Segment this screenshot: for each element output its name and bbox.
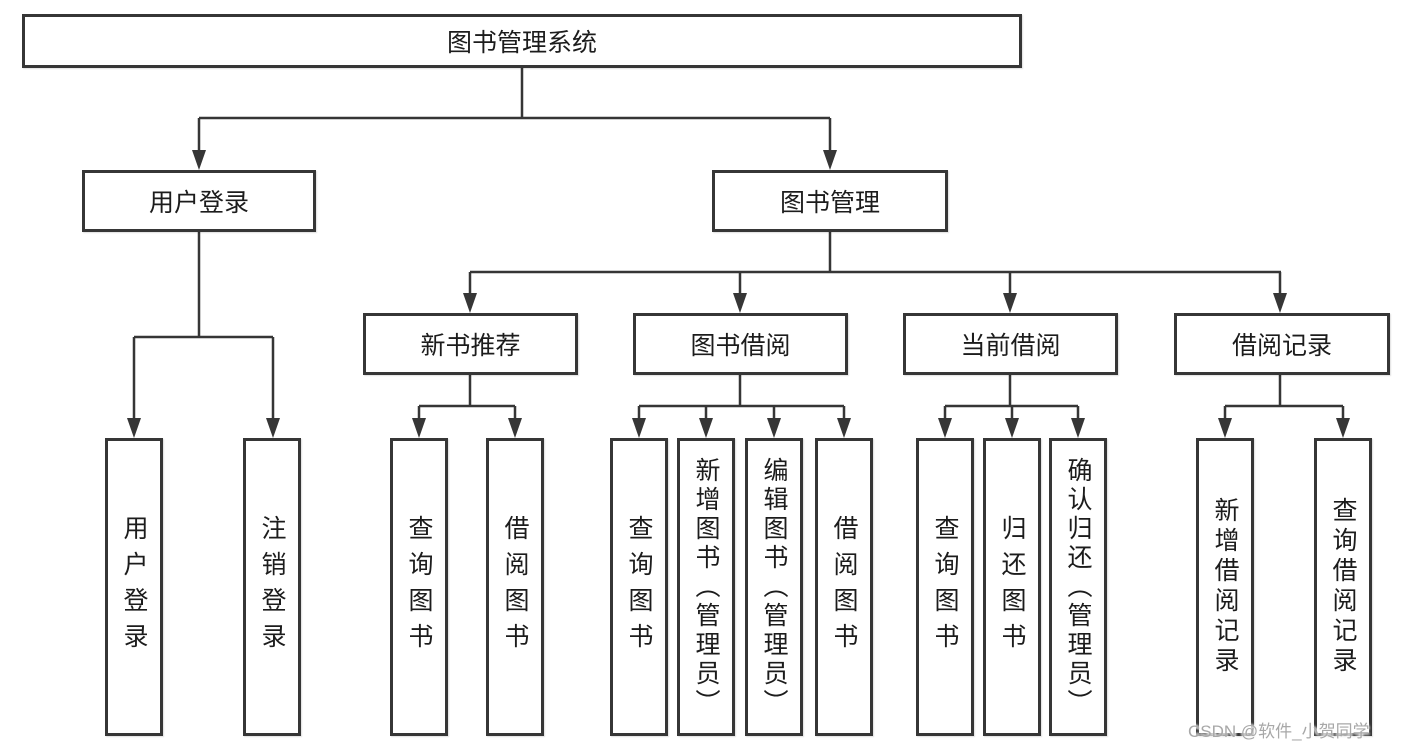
node-borrowing-records: 借阅记录	[1174, 313, 1390, 375]
node-book-management-label: 图书管理	[779, 189, 880, 217]
node-user-login-label: 用户登录	[148, 189, 249, 217]
arrow-down-icon	[508, 418, 522, 438]
node-borrowing-records-label: 借阅记录	[1231, 332, 1332, 360]
arrow-down-icon	[733, 293, 747, 313]
arrow-down-icon	[1273, 293, 1287, 313]
leaf-confirm-return-admin: 确认归还（管理员）	[1049, 438, 1107, 736]
leaf-borrow-books-newbook: 借阅图书	[486, 438, 544, 736]
leaf-return-books: 归还图书	[983, 438, 1041, 736]
arrow-down-icon	[1005, 418, 1019, 438]
node-current-borrowing: 当前借阅	[903, 313, 1118, 375]
arrow-down-icon	[1071, 418, 1085, 438]
arrow-down-icon	[837, 418, 851, 438]
arrow-down-icon	[412, 418, 426, 438]
leaf-add-book-admin-label: 新增图书（管理员）	[692, 456, 720, 718]
leaf-borrow-books-borrow: 借阅图书	[815, 438, 873, 736]
leaf-add-borrow-record-label: 新增借阅记录	[1211, 497, 1239, 677]
node-current-borrowing-label: 当前借阅	[960, 332, 1061, 360]
node-root: 图书管理系统	[22, 14, 1022, 68]
arrow-down-icon	[699, 418, 713, 438]
leaf-borrow-books-newbook-label: 借阅图书	[501, 515, 529, 659]
leaf-user-login-label: 用户登录	[120, 515, 148, 659]
leaf-logout-label: 注销登录	[258, 515, 286, 659]
leaf-query-books-current: 查询图书	[916, 438, 974, 736]
node-book-borrowing-label: 图书借阅	[690, 332, 791, 360]
arrow-down-icon	[266, 418, 280, 438]
leaf-edit-book-admin: 编辑图书（管理员）	[745, 438, 803, 736]
node-user-login: 用户登录	[82, 170, 316, 232]
arrow-down-icon	[1336, 418, 1350, 438]
leaf-query-books-borrow: 查询图书	[610, 438, 668, 736]
leaf-query-books-newbook-label: 查询图书	[405, 515, 433, 659]
leaf-confirm-return-admin-label: 确认归还（管理员）	[1064, 456, 1092, 718]
arrow-down-icon	[632, 418, 646, 438]
arrow-down-icon	[463, 293, 477, 313]
leaf-query-books-newbook: 查询图书	[390, 438, 448, 736]
arrow-down-icon	[127, 418, 141, 438]
leaf-query-borrow-record-label: 查询借阅记录	[1329, 497, 1357, 677]
node-new-book-recommendation-label: 新书推荐	[420, 332, 521, 360]
leaf-add-book-admin: 新增图书（管理员）	[677, 438, 735, 736]
arrow-down-icon	[192, 150, 206, 170]
arrow-down-icon	[767, 418, 781, 438]
watermark: CSDN @软件_小贺同学	[1188, 722, 1370, 741]
leaf-return-books-label: 归还图书	[998, 515, 1026, 659]
leaf-user-login: 用户登录	[105, 438, 163, 736]
leaf-query-books-borrow-label: 查询图书	[625, 515, 653, 659]
arrow-down-icon	[823, 150, 837, 170]
leaf-logout: 注销登录	[243, 438, 301, 736]
node-root-label: 图书管理系统	[446, 29, 597, 57]
leaf-add-borrow-record: 新增借阅记录	[1196, 438, 1254, 736]
leaf-borrow-books-borrow-label: 借阅图书	[830, 515, 858, 659]
leaf-query-books-current-label: 查询图书	[931, 515, 959, 659]
node-book-management: 图书管理	[712, 170, 948, 232]
arrow-down-icon	[1218, 418, 1232, 438]
arrow-down-icon	[938, 418, 952, 438]
node-new-book-recommendation: 新书推荐	[363, 313, 578, 375]
leaf-edit-book-admin-label: 编辑图书（管理员）	[760, 456, 788, 718]
node-book-borrowing: 图书借阅	[633, 313, 848, 375]
leaf-query-borrow-record: 查询借阅记录	[1314, 438, 1372, 736]
arrow-down-icon	[1003, 293, 1017, 313]
